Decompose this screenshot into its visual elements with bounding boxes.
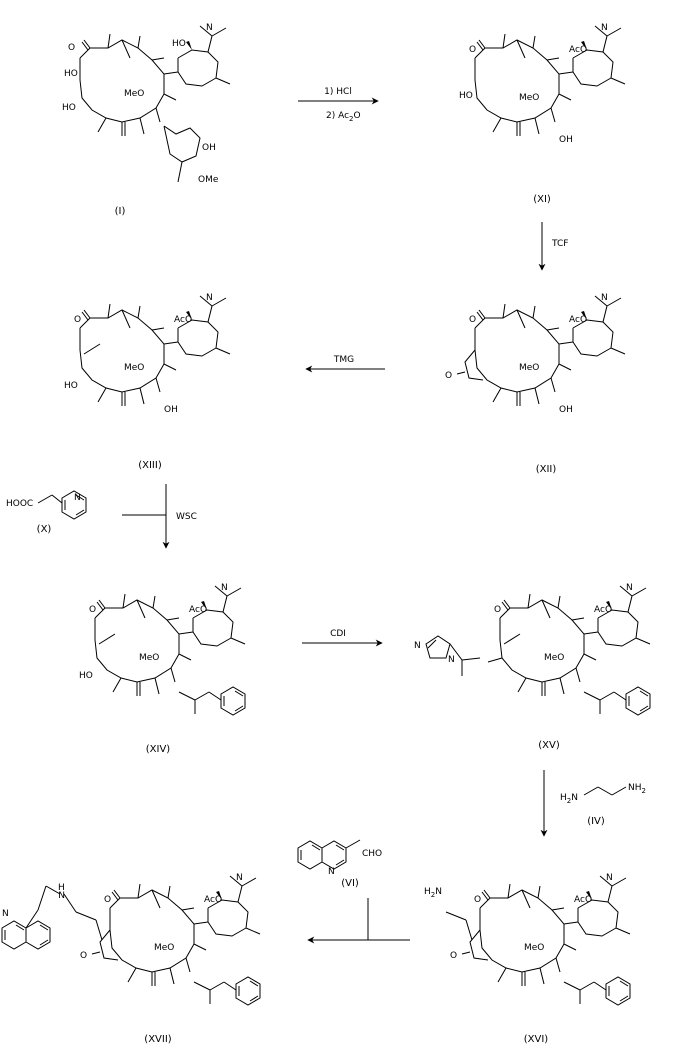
reagent-ac2o: 2) Ac2O (326, 111, 361, 123)
compound-IV-structure: H2N NH2 (560, 783, 646, 805)
atom-oh: OH (164, 405, 178, 415)
label-compound-X: (X) (37, 524, 52, 535)
compound-I-structure: MeO HO HO HO OH OMe O N (62, 23, 231, 185)
atom-meo: MeO (124, 89, 144, 99)
atom-o-ketone: O (68, 43, 75, 53)
atom-o-ketone: O (469, 45, 476, 55)
atom-nh2: NH2 (628, 783, 646, 795)
reagent-tcf: TCF (551, 239, 568, 249)
atom-n: N (601, 23, 608, 33)
atom-aco: AcO (594, 605, 612, 615)
atom-n: N (221, 583, 228, 593)
compound-XVI-structure: MeO AcO O N O (445, 873, 631, 1006)
atom-aco: AcO (174, 315, 192, 325)
atom-aco: AcO (189, 605, 207, 615)
quinoline-ring-xvii: N (1, 885, 51, 950)
label-compound-XVI: (XVI) (524, 1034, 549, 1045)
compound-XI-structure: MeO AcO HO OH O N (459, 23, 626, 145)
atom-ho-2: HO (62, 103, 76, 113)
atom-hooc: HOOC (6, 499, 33, 509)
atom-o-carbonyl: O (445, 371, 452, 381)
atom-n: N (206, 23, 213, 33)
atom-n: N (206, 293, 213, 303)
atom-aco: AcO (569, 45, 587, 55)
atom-ho: HO (79, 671, 93, 681)
atom-o-ketone: O (104, 895, 111, 905)
atom-oh: OH (202, 143, 216, 153)
atom-oh: OH (559, 135, 573, 145)
compound-XII-structure: O MeO AcO OH O N (445, 293, 626, 415)
compound-XV-structure: MeO AcO O N (487, 583, 651, 716)
atom-meo: MeO (524, 943, 544, 953)
atom-o-carbonyl: O (80, 951, 87, 961)
label-compound-XVII: (XVII) (144, 1034, 171, 1045)
atom-meo: MeO (519, 363, 539, 373)
imidazole-ring: N N (414, 635, 481, 676)
atom-aco: AcO (569, 315, 587, 325)
label-compound-XIII: (XIII) (138, 460, 162, 471)
compound-X-structure: HOOC N (6, 490, 87, 520)
label-compound-VI: (VI) (341, 878, 359, 889)
compound-XVII-structure: MeO AcO O N O NH (45, 873, 261, 1006)
atom-meo: MeO (544, 653, 564, 663)
label-compound-I: (I) (115, 206, 126, 217)
atom-n: N (606, 873, 613, 883)
atom-ho: HO (459, 91, 473, 101)
label-compound-XIV: (XIV) (146, 744, 171, 755)
label-compound-XV: (XV) (538, 740, 560, 751)
atom-meo: MeO (154, 943, 174, 953)
atom-o-ketone: O (474, 895, 481, 905)
atom-meo: MeO (124, 363, 144, 373)
atom-n-quinoline-xvii: N (2, 909, 9, 919)
atom-oh: OH (559, 405, 573, 415)
atom-h2n-xvi: H2N (424, 887, 442, 899)
atom-meo: MeO (519, 93, 539, 103)
atom-cho: CHO (362, 849, 382, 859)
atom-n: N (601, 293, 608, 303)
atom-n: N (236, 873, 243, 883)
atom-ho: HO (64, 381, 78, 391)
atom-n-quinoline: N (328, 867, 335, 877)
atom-n-imid-2: N (448, 655, 455, 665)
atom-o-carbonyl: O (450, 951, 457, 961)
atom-meo: MeO (139, 653, 159, 663)
atom-aco: AcO (574, 895, 592, 905)
label-compound-IV: (IV) (587, 816, 605, 827)
atom-o-ketone: O (494, 605, 501, 615)
atom-h2n: H2N (560, 793, 578, 805)
compound-XIII-structure: MeO AcO HO OH O N (64, 293, 231, 415)
atom-o-ketone: O (469, 315, 476, 325)
reagent-cdi: CDI (330, 629, 346, 639)
label-compound-XII: (XII) (536, 464, 557, 475)
atom-nh: NH (58, 883, 65, 901)
reagent-tmg: TMG (333, 355, 354, 365)
reagent-wsc: WSC (176, 512, 197, 522)
atom-o-ketone: O (89, 605, 96, 615)
atom-o-ketone: O (74, 315, 81, 325)
compound-XIV-structure: MeO AcO HO O N (79, 583, 246, 716)
label-compound-XI: (XI) (533, 194, 551, 205)
atom-ome: OMe (198, 175, 219, 185)
atom-ho-1: HO (64, 69, 78, 79)
atom-n-pyridine: N (74, 493, 81, 503)
atom-n-imid-1: N (414, 641, 421, 651)
compound-VI-structure: CHO N (297, 839, 382, 877)
atom-aco: AcO (204, 895, 222, 905)
atom-ho-3: HO (172, 39, 186, 49)
reagent-hcl: 1) HCl (324, 87, 352, 97)
atom-n: N (626, 583, 633, 593)
